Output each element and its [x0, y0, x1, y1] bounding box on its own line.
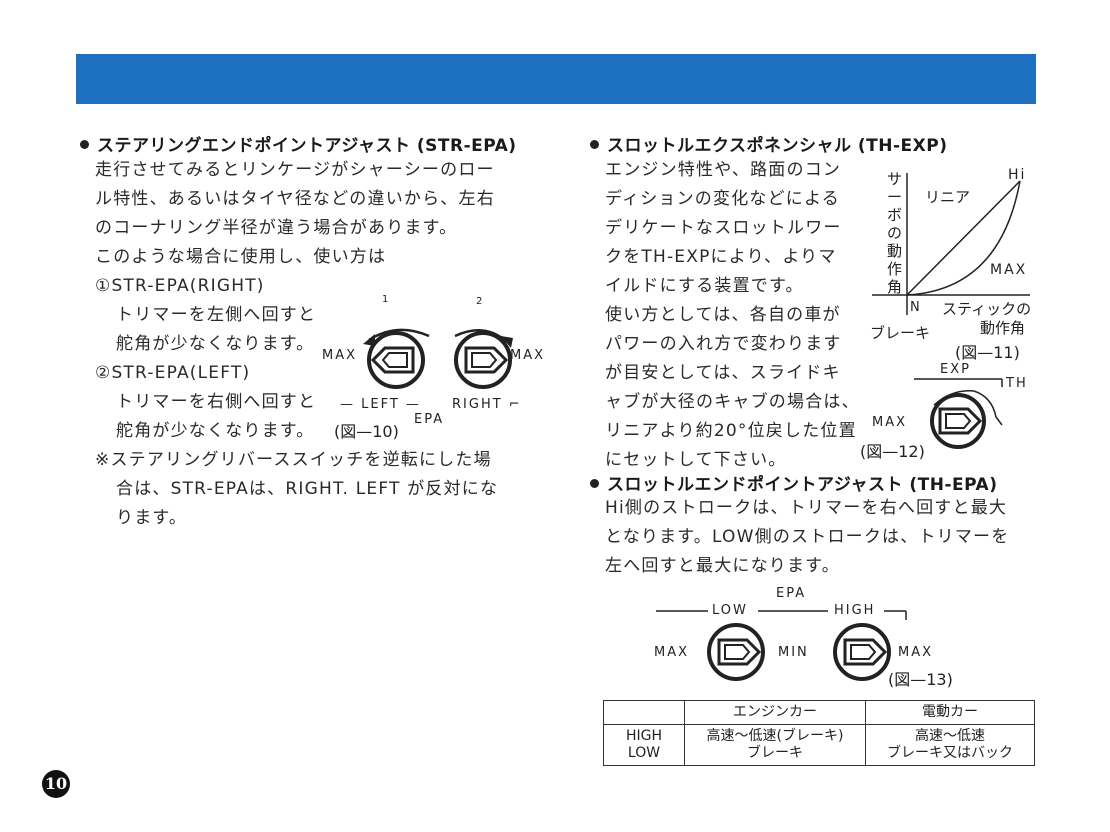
- text-line: エンジン特性や、路面のコン: [605, 160, 842, 180]
- fig11-hi-label: Hi: [1008, 167, 1027, 183]
- fig13-low-label: LOW: [712, 603, 748, 618]
- text-line: パワーの入れ方で変わります: [605, 334, 842, 354]
- header-banner: [76, 54, 1036, 104]
- item-1-text: トリマーを左側へ回すと: [116, 305, 317, 325]
- table-header-row: エンジンカー 電動カー: [603, 700, 1035, 725]
- fig13-max-right: MAX: [898, 645, 934, 660]
- fig10-trimmer-diagram: [363, 328, 513, 389]
- fig11-caption: (図—11): [955, 343, 1020, 362]
- fig12-exp-label: EXP: [940, 362, 971, 377]
- text-line: ル特性、あるいはタイヤ径などの違いから、左右: [95, 189, 495, 209]
- fig11-n-label: N: [910, 300, 922, 315]
- table-header-cell: エンジンカー: [684, 700, 866, 725]
- bullet-icon: [590, 139, 599, 149]
- text-line: ャブが大径のキャブの場合は、: [605, 392, 860, 412]
- bullet-icon: [80, 139, 89, 149]
- fig11-brake-label: ブレーキ: [870, 324, 931, 342]
- fig13-max-left: MAX: [654, 645, 690, 660]
- fig10-right-label: RIGHT ⌐: [452, 397, 522, 412]
- text-line: 使い方としては、各自の車が: [605, 305, 841, 325]
- section-heading-str-epa: ステアリングエンドポイントアジャスト (STR-EPA): [80, 131, 517, 156]
- str-epa-paragraph: 走行させてみるとリンケージがシャーシーのロー ル特性、あるいはタイヤ径などの違い…: [95, 156, 498, 533]
- fig10-caption: (図—10): [334, 422, 399, 441]
- text-line: 走行させてみるとリンケージがシャーシーのロー: [95, 160, 495, 180]
- text-line: リニアより約20°位戻した位置: [605, 421, 857, 441]
- item-2-text: 舵角が少なくなります。: [116, 421, 315, 441]
- fig13-min-label: MIN: [778, 645, 809, 660]
- text-line: となります。LOW側のストロークは、トリマーを: [605, 527, 1010, 547]
- page-number: 10: [42, 770, 70, 798]
- table-header-cell: [603, 700, 685, 725]
- text-line: ディションの変化などによる: [605, 189, 840, 209]
- section-heading-th-epa: スロットルエンドポイントアジャスト (TH-EPA): [590, 470, 997, 495]
- note-text: ります。: [116, 508, 188, 528]
- fig12-caption: (図—12): [860, 442, 925, 461]
- fig12-th-label: TH: [1006, 376, 1028, 391]
- rotate-right-arrow-icon: [454, 329, 508, 343]
- fig11-max-label: MAX: [990, 262, 1028, 278]
- fig11-y-axis-label: サーボの動作角: [887, 170, 903, 296]
- table-header-cell: 電動カー: [865, 700, 1035, 725]
- item-1-text: 舵角が少なくなります。: [116, 334, 315, 354]
- text-line: このような場合に使用し、使い方は: [95, 247, 387, 267]
- text-line: イルドにする装置です。: [605, 276, 804, 296]
- fig11-exp-graph: [872, 173, 1030, 315]
- table-cell-engine: 高速〜低速(ブレーキ)ブレーキ: [684, 724, 866, 766]
- bullet-icon: [590, 478, 599, 488]
- text-line: クをTH-EXPにより、よりマ: [605, 247, 837, 267]
- item-2-text: トリマーを右側へ回すと: [116, 392, 317, 412]
- fig13-caption: (図—13): [888, 670, 953, 689]
- table-cell-electric: 高速〜低速ブレーキ又はバック: [865, 724, 1035, 766]
- fig10-number-1: 1: [382, 294, 391, 305]
- item-2-title: ②STR-EPA(LEFT): [95, 363, 251, 383]
- section-heading-th-exp: スロットルエクスポネンシャル (TH-EXP): [590, 131, 948, 156]
- fig12-max-label: MAX: [872, 415, 908, 430]
- text-line: にセットして下さい。: [605, 450, 787, 470]
- note-text: ※ステアリングリバーススイッチを逆転にした場: [95, 450, 492, 470]
- fig10-number-2: 2: [476, 296, 485, 307]
- fig10-left-label: — LEFT —: [340, 397, 421, 412]
- exp-curve: [906, 180, 1021, 296]
- text-line: Hi側のストロークは、トリマーを右へ回すと最大: [605, 498, 1008, 518]
- fig11-linear-label: リニア: [925, 188, 971, 206]
- item-1-title: ①STR-EPA(RIGHT): [95, 276, 265, 296]
- th-exp-paragraph: エンジン特性や、路面のコン ディションの変化などによる デリケートなスロットルワ…: [605, 156, 860, 475]
- fig10-max-right: MAX: [510, 348, 546, 363]
- note-text: 合は、STR-EPAは、RIGHT. LEFT が反対にな: [116, 479, 499, 499]
- text-line: のコーナリング半径が違う場合があります。: [95, 218, 458, 238]
- text-line: 左へ回すと最大になります。: [605, 556, 840, 576]
- th-epa-paragraph: Hi側のストロークは、トリマーを右へ回すと最大 となります。LOW側のストローク…: [605, 494, 1009, 581]
- fig10-max-left: MAX: [322, 348, 358, 363]
- fig11-x-axis-label: スティックの: [942, 300, 1032, 318]
- fig11-x-axis-label: 動作角: [980, 319, 1026, 337]
- linear-curve: [906, 180, 1021, 296]
- text-line: が目安としては、スライドキ: [605, 363, 841, 383]
- text-line: デリケートなスロットルワー: [605, 218, 842, 238]
- fig13-high-label: HIGH: [834, 603, 876, 618]
- fig13-epa-label: EPA: [776, 586, 807, 601]
- fig10-epa-label: EPA: [414, 412, 445, 427]
- fig13-trimmer-diagram: [656, 610, 907, 681]
- fig12-trimmer-diagram: [914, 378, 1003, 449]
